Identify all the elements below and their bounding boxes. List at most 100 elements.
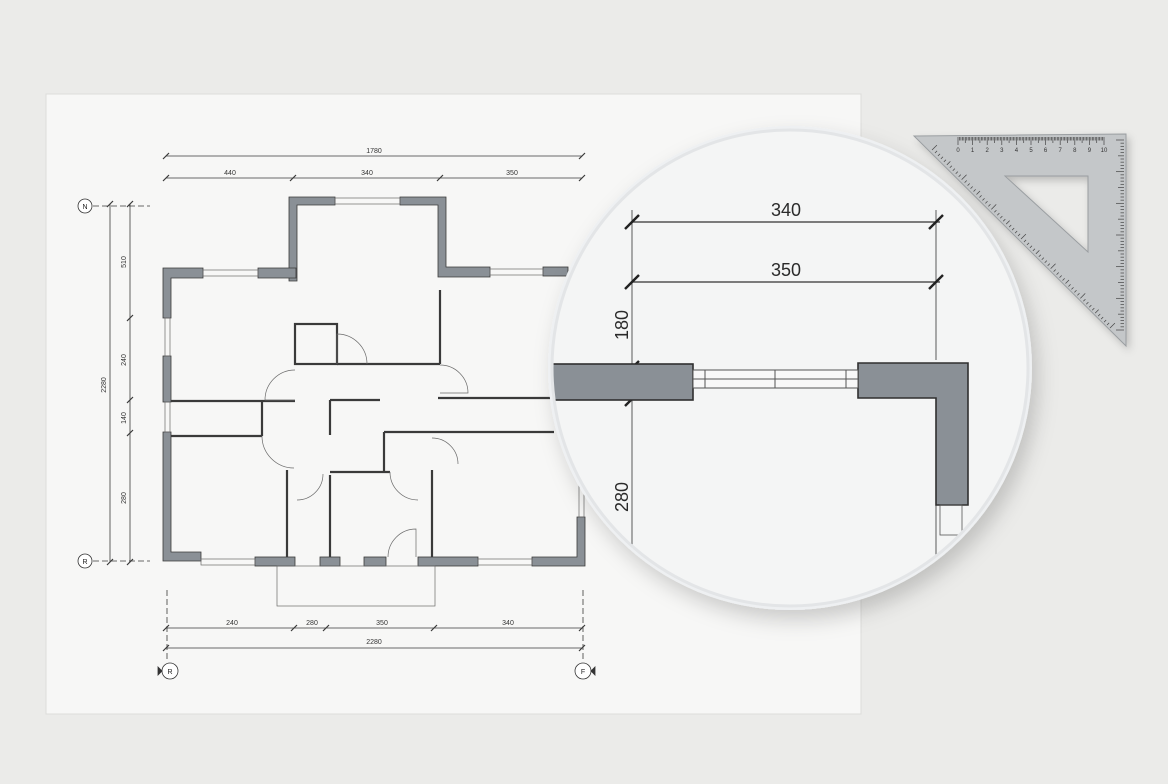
dim-top-1: 440 xyxy=(224,170,236,177)
ruler-tick xyxy=(931,144,938,151)
ruler-label: 10 xyxy=(1101,148,1108,154)
ruler-tick xyxy=(999,215,1003,219)
axis-marker-bottom-b: F xyxy=(574,662,596,680)
ruler-tick xyxy=(1005,220,1010,225)
magnified-dim-top: 340 xyxy=(771,200,801,220)
ruler-label: 2 xyxy=(986,148,990,154)
ruler-tick xyxy=(958,174,962,177)
ruler-tick xyxy=(967,183,970,186)
ruler-tick xyxy=(943,159,947,163)
ruler-tick xyxy=(1044,260,1048,263)
dim-left-4: 280 xyxy=(121,492,128,504)
ruler-tick xyxy=(1106,322,1110,326)
magnified-wall-corner xyxy=(857,362,969,506)
ruler-tick xyxy=(1103,319,1107,323)
ruler-tick xyxy=(1053,269,1056,272)
ruler-tick xyxy=(997,212,1000,216)
ruler-tick xyxy=(1109,322,1116,329)
ruler-tick xyxy=(1050,263,1056,269)
dim-top-3: 350 xyxy=(506,170,518,177)
magnified-dim-left-lower: 280 xyxy=(612,482,632,512)
svg-text:F: F xyxy=(581,669,585,676)
ruler-tick xyxy=(994,209,997,213)
svg-text:R: R xyxy=(82,559,87,566)
ruler-tick xyxy=(940,156,944,160)
dim-bottom-1: 240 xyxy=(226,620,238,627)
ruler-tick xyxy=(1100,316,1104,320)
plan-walls xyxy=(162,196,586,567)
ruler-tick xyxy=(1083,298,1086,302)
svg-text:R: R xyxy=(167,669,172,676)
svg-text:N: N xyxy=(82,204,87,211)
ruler-tick xyxy=(1056,272,1059,275)
dim-overall-top: 1780 xyxy=(366,148,382,155)
ruler-label: 4 xyxy=(1015,148,1019,154)
ruler-tick xyxy=(1065,279,1070,284)
floor-plan xyxy=(93,152,586,660)
ruler-tick xyxy=(964,180,967,183)
ruler-tick xyxy=(1041,257,1045,261)
magnified-dim-left-upper: 180 xyxy=(612,310,632,340)
ruler-tick xyxy=(961,174,967,180)
ruler-tick xyxy=(1062,278,1065,281)
ruler-tick xyxy=(1088,304,1092,308)
ruler-tick xyxy=(1038,254,1042,258)
magnified-dim-middle: 350 xyxy=(771,260,801,280)
magnifier-lens: 340 350 180 280 xyxy=(548,126,1032,610)
ruler-tick xyxy=(1077,293,1080,296)
dim-bottom-total: 2280 xyxy=(366,639,382,646)
ruler-tick xyxy=(1032,248,1036,252)
ruler-tick xyxy=(976,190,981,195)
ruler-tick xyxy=(988,204,991,207)
dim-bottom-3: 350 xyxy=(376,620,388,627)
ruler-tick xyxy=(1002,218,1006,222)
dim-top-2: 340 xyxy=(361,170,373,177)
ruler-tick xyxy=(1011,227,1015,231)
ruler-label: 6 xyxy=(1044,148,1048,154)
ruler-tick xyxy=(946,161,951,166)
ruler-label: 9 xyxy=(1088,148,1092,154)
ruler-tick xyxy=(1008,224,1012,228)
ruler-tick xyxy=(1026,242,1030,246)
ruler-tick xyxy=(1014,230,1018,234)
plan-dimensions: 1780 440 340 350 2280 510 240 140 280 24… xyxy=(101,148,518,646)
ruler-tick xyxy=(1059,275,1062,278)
ruler-tick xyxy=(985,201,988,204)
ruler-tick xyxy=(991,204,997,210)
ruler-tick xyxy=(1023,239,1027,243)
ruler-tick xyxy=(952,168,956,172)
ruler-tick xyxy=(979,195,982,198)
ruler-tick xyxy=(949,165,953,169)
axis-markers: N R R F xyxy=(77,198,596,680)
dim-left-3: 140 xyxy=(121,412,128,424)
dim-left-2: 240 xyxy=(121,354,128,366)
ruler-tick xyxy=(1047,263,1051,266)
ruler-tick xyxy=(1074,290,1077,293)
ruler-label: 0 xyxy=(956,148,960,154)
ruler-tick xyxy=(1029,245,1033,249)
ruler-tick xyxy=(1068,284,1071,287)
plan-interior xyxy=(171,290,554,557)
ruler-label: 3 xyxy=(1000,148,1004,154)
magnified-wall-left xyxy=(552,363,694,401)
ruler-tick xyxy=(970,186,973,189)
ruler-tick xyxy=(982,198,985,201)
ruler-tick xyxy=(955,171,959,174)
dim-left-1: 510 xyxy=(121,256,128,268)
ruler-tick xyxy=(1086,301,1089,305)
ruler-tick xyxy=(1080,293,1086,299)
ruler-tick xyxy=(937,153,941,157)
ruler-tick xyxy=(1035,250,1040,255)
ruler-tick xyxy=(1017,233,1021,237)
ruler-tick xyxy=(1091,307,1095,311)
ruler-tick xyxy=(934,150,938,154)
ruler-label: 1 xyxy=(971,148,975,154)
ruler-tick xyxy=(1097,313,1101,317)
ruler-tick xyxy=(1071,287,1074,290)
ruler-label: 8 xyxy=(1073,148,1077,154)
ruler-label: 5 xyxy=(1029,148,1033,154)
dim-bottom-2: 280 xyxy=(306,620,318,627)
axis-marker-top-left: N xyxy=(77,198,93,214)
axis-marker-bottom-a: R xyxy=(157,662,179,680)
